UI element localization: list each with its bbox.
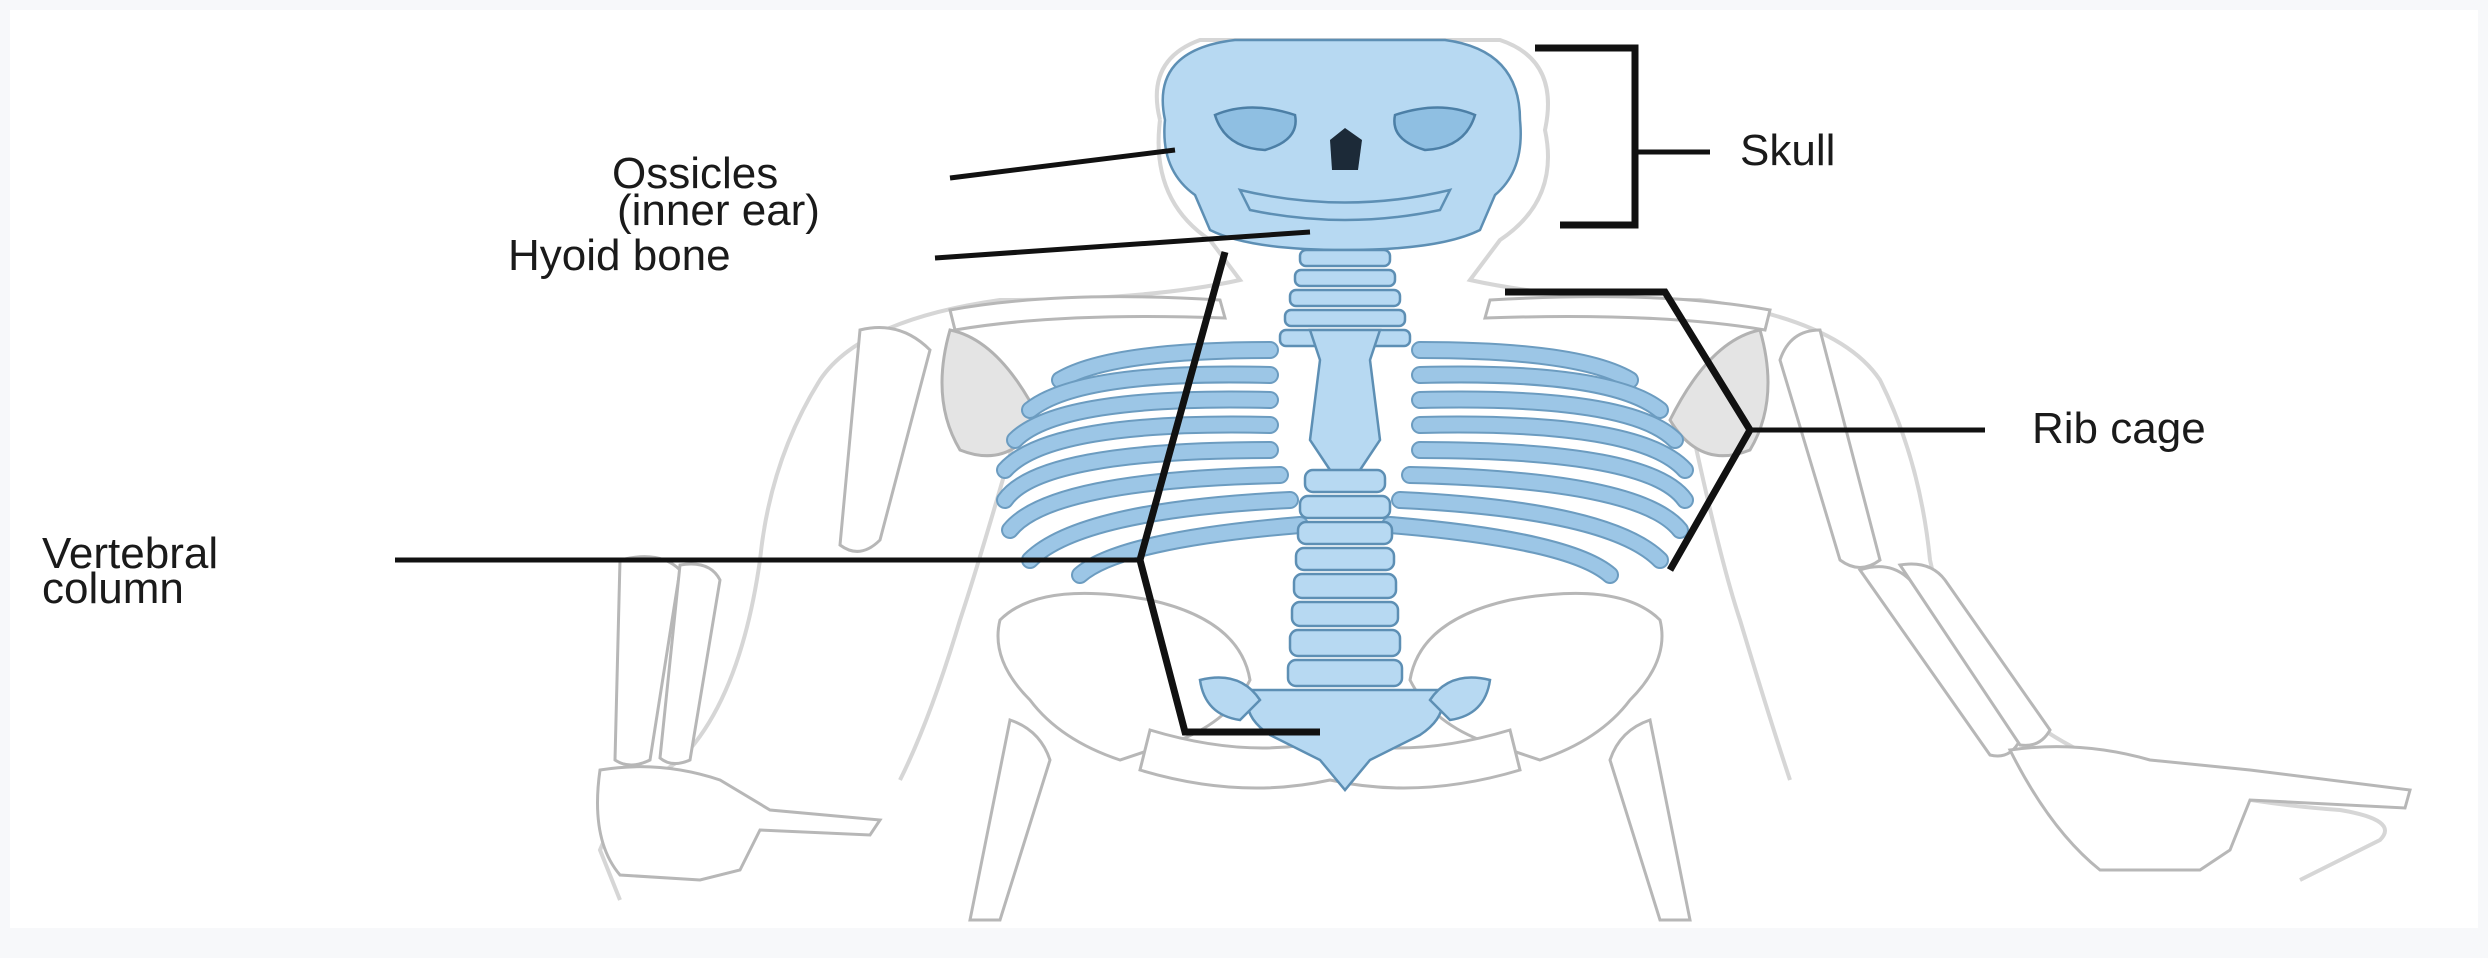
hyoid-label: Hyoid bone: [508, 231, 731, 280]
appendicular-skeleton: [598, 297, 2411, 920]
skull-bracket: [1535, 48, 1635, 225]
rib-cage-label: Rib cage: [2032, 404, 2206, 453]
ossicles-leader-line: [950, 150, 1175, 178]
sternum: [1310, 330, 1380, 490]
skull-label: Skull: [1740, 126, 1835, 175]
hyoid-leader-line: [935, 232, 1310, 258]
labels: Ossicles (inner ear) Hyoid bone Skull Ri…: [42, 126, 2206, 613]
ossicles-label-line2: (inner ear): [617, 186, 820, 235]
vertebral-label-line2: column: [42, 564, 184, 613]
